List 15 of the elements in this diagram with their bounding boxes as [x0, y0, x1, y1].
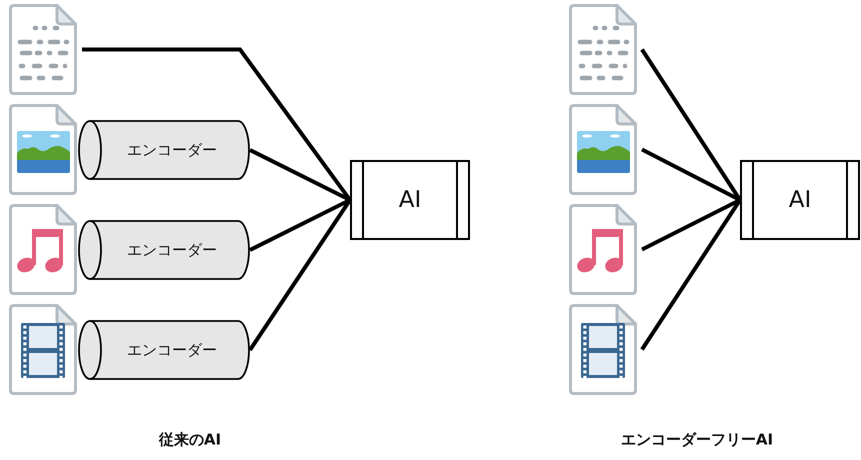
process-box: AI — [350, 160, 470, 240]
music-file-icon — [8, 203, 78, 296]
process-box: AI — [740, 160, 860, 240]
video-file-icon — [8, 303, 78, 396]
video-file-icon — [568, 303, 638, 396]
text-file-icon — [8, 3, 78, 96]
image-file-icon — [568, 103, 638, 196]
encoder-cylinder: エンコーダー — [78, 320, 250, 380]
caption: エンコーダーフリーAI — [620, 430, 774, 450]
encoder-cylinder: エンコーダー — [78, 120, 250, 180]
encoder-cylinder: エンコーダー — [78, 220, 250, 280]
image-file-icon — [8, 103, 78, 196]
text-file-icon — [568, 3, 638, 96]
music-file-icon — [568, 203, 638, 296]
caption: 従来のAI — [158, 430, 222, 450]
